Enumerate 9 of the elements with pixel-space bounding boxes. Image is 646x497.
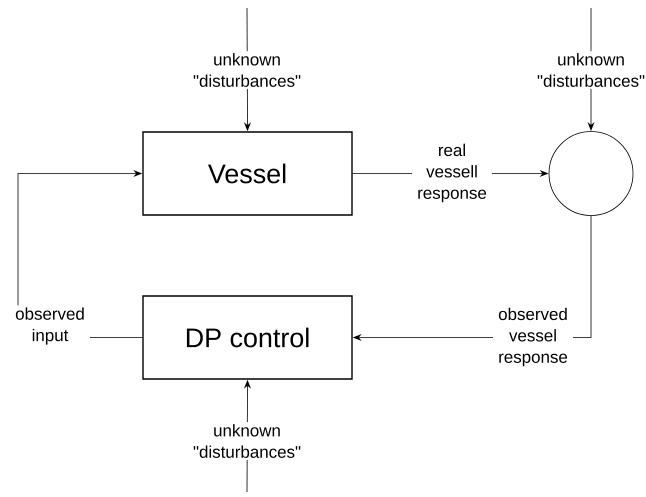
edge-label: observed input [10, 305, 90, 347]
edge-label: unknown "disturbances" [535, 51, 646, 89]
edge-label: real vessell response [412, 142, 492, 204]
circle-node [548, 131, 634, 216]
process-box: Vessel [142, 131, 353, 216]
edge-label: observed vessel response [493, 306, 573, 368]
edge-label: unknown "disturbances" [191, 51, 303, 89]
process-box: DP control [142, 295, 353, 380]
edge-label: unknown "disturbances" [191, 422, 303, 460]
